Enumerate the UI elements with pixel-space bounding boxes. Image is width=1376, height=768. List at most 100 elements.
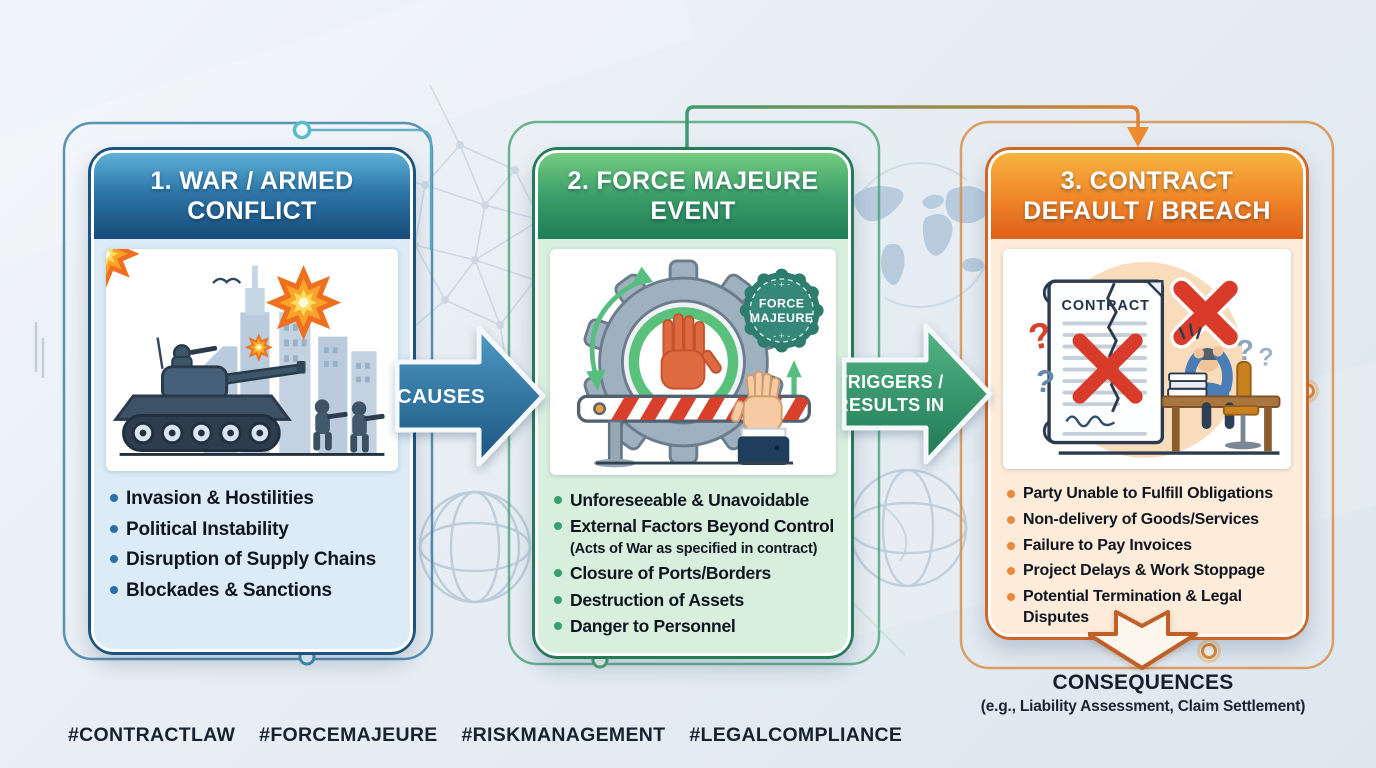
reaching-hand-icon (730, 370, 790, 465)
bullet-dot (1007, 490, 1015, 498)
bullet-dot (1007, 515, 1015, 524)
bullet-note: (Acts of War as specified in contract) (570, 540, 840, 559)
stage-title-line2: CONFLICT (187, 197, 317, 225)
stage-title-line1: 3. CONTRACT (1060, 167, 1234, 195)
bullet-text: Political Instability (126, 518, 289, 540)
stage2-bullet-list: Unforeseeable & Unavoidable External Fac… (554, 485, 840, 642)
bullet-text: Party Unable to Fulfill Obligations (1023, 485, 1273, 502)
bullet-text: Invasion & Hostilities (126, 488, 314, 509)
stress-marks (1178, 323, 1202, 340)
stage-card-force-majeure: 2. FORCE MAJEURE EVENT (532, 147, 854, 659)
triggers-arrow: TRIGGERS / RESULTS IN (842, 323, 993, 465)
accent-line (310, 128, 433, 250)
contract-breach-illustration: CONTRACT (1003, 249, 1291, 469)
rotation-arrow-icon (589, 277, 643, 376)
stage-card-contract-breach: 3. CONTRACT DEFAULT / BREACH CONTRACT (985, 147, 1309, 640)
bullet-text: Blockades & Sanctions (126, 580, 332, 602)
badge-text-line1: FORCE (759, 297, 805, 311)
list-item: Non-delivery of Goods/Services (1007, 510, 1295, 531)
stage1-header: 1. WAR / ARMED CONFLICT (94, 153, 410, 239)
bullet-dot (554, 496, 562, 504)
stage-title-line1: 1. WAR / ARMED (150, 167, 354, 195)
tank-icon (112, 337, 306, 452)
causes-label: CAUSES (397, 385, 485, 408)
hashtag: #FORCEMAJEURE (259, 724, 438, 746)
bird-icon (212, 277, 242, 284)
consequences-arrow-icon (1088, 610, 1198, 670)
bullet-text: Project Delays & Work Stoppage (1023, 562, 1265, 580)
bullet-text: Potential Termination & Legal Disputes (1023, 588, 1242, 626)
bullet-dot (554, 595, 562, 604)
list-item: Destruction of Assets (554, 589, 840, 611)
stage-card-war: 1. WAR / ARMED CONFLICT (88, 147, 416, 655)
light-streak (0, 0, 697, 317)
stage1-bullet-list: Invasion & Hostilities Political Instabi… (110, 481, 402, 610)
list-item: Disruption of Supply Chains (110, 548, 402, 573)
force-majeure-badge: - + - FORCE MAJEURE - + - (739, 268, 824, 353)
arrowhead-icon (1127, 127, 1149, 147)
world-map-watermark (847, 162, 993, 308)
arrowhead-icon (630, 266, 653, 288)
bullet-text: Disruption of Supply Chains (126, 549, 377, 571)
stressed-person-icon (1161, 323, 1281, 452)
bullet-text: Closure of Ports/Borders (570, 563, 771, 584)
bullet-dot (554, 622, 562, 631)
list-item: Danger to Personnel (554, 615, 840, 637)
list-item: Political Instability (110, 518, 402, 543)
stage-title-line1: 2. FORCE MAJEURE (567, 167, 819, 195)
war-scene-icon (106, 249, 385, 456)
contract-label: CONTRACT (1062, 298, 1150, 314)
badge-plus-mark: - + - (773, 280, 790, 291)
stage3-bullet-list: Party Unable to Fulfill Obligations Non-… (1007, 479, 1295, 634)
stage-title-line2: DEFAULT / BREACH (1023, 197, 1271, 225)
desk-icon (1161, 395, 1281, 408)
explosion-icon (265, 264, 342, 341)
bullet-text: Unforeseeable & Unavoidable (570, 490, 809, 510)
causes-arrow: CAUSES (395, 325, 546, 467)
question-mark: ? (1236, 335, 1254, 367)
bullet-text: External Factors Beyond Control (570, 516, 834, 537)
bullet-dot (554, 569, 562, 578)
top-connector (685, 105, 1149, 150)
stop-hand-icon (660, 313, 722, 390)
list-item: Party Unable to Fulfill Obligations (1007, 484, 1295, 505)
chair-icon (1222, 405, 1260, 416)
contract-document-icon: CONTRACT (1042, 279, 1165, 445)
books-icon (1167, 372, 1208, 398)
stage2-header: 2. FORCE MAJEURE EVENT (538, 153, 848, 239)
list-item: Closure of Ports/Borders (554, 562, 840, 584)
globe-watermark (418, 490, 532, 604)
bullet-dot (110, 555, 118, 564)
hashtag-row: #CONTRACTLAW #FORCEMAJEURE #RISKMANAGEME… (68, 724, 902, 747)
arrowhead-icon (786, 360, 802, 378)
explosion-icon (106, 249, 140, 288)
stage-title-line2: EVENT (650, 197, 736, 225)
gear-stop-icon: - + - FORCE MAJEURE - + - (576, 259, 824, 468)
hashtag: #LEGALCOMPLIANCE (689, 724, 903, 746)
explosion-icon (244, 333, 273, 362)
list-item: Invasion & Hostilities (110, 487, 402, 512)
list-item: Unforeseeable & Unavoidable (554, 489, 840, 511)
red-x-icon (1072, 333, 1143, 404)
tear-line (1106, 282, 1120, 413)
bullet-text: Failure to Pay Invoices (1023, 536, 1192, 554)
bullet-text: Danger to Personnel (570, 616, 736, 637)
tick-lines (34, 322, 45, 378)
bullet-dot (110, 494, 118, 502)
bullet-dot (110, 586, 118, 595)
node-glow (1197, 639, 1221, 663)
consequences-subtitle: (e.g., Liability Assessment, Claim Settl… (980, 698, 1306, 715)
note-text: (Acts of War as specified in contract) (570, 540, 818, 557)
bullet-text: Destruction of Assets (570, 589, 744, 610)
list-item: Potential Termination & Legal Disputes (1007, 587, 1295, 629)
node-dot (292, 120, 312, 140)
hashtag: #RISKMANAGEMENT (461, 724, 666, 746)
bullet-dot (1007, 541, 1015, 550)
red-x-icon (1170, 277, 1242, 349)
war-illustration (106, 249, 398, 471)
node-dot (1201, 643, 1217, 659)
arrowhead-icon (586, 369, 606, 391)
triggers-label-line1: TRIGGERS / (842, 372, 944, 392)
soldier-icon (350, 401, 385, 453)
